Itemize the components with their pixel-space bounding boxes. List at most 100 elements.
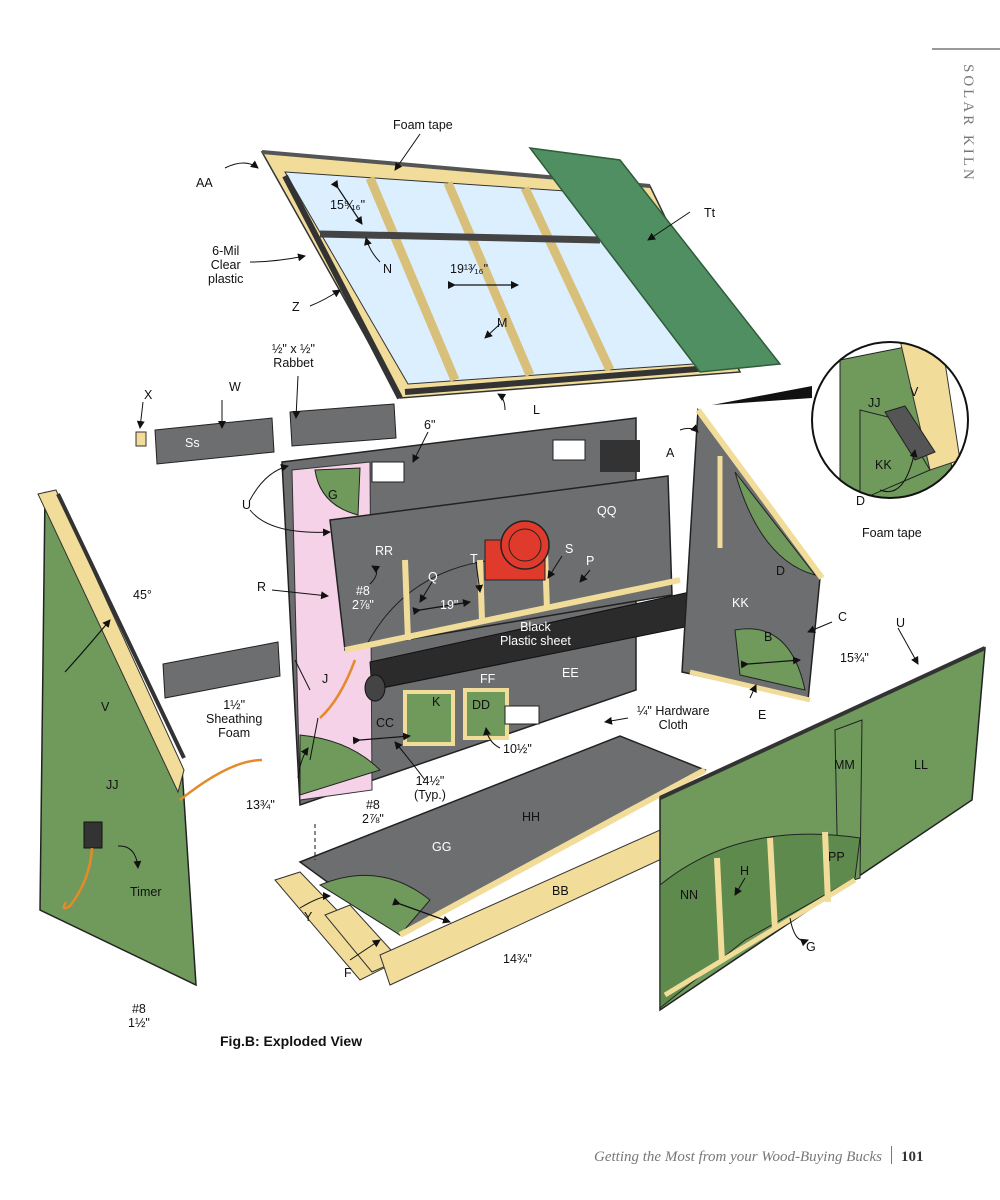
baffle-rail [344, 577, 681, 653]
footer-separator [891, 1146, 893, 1164]
label-dim-15-3-4: 15¾" [840, 651, 869, 665]
seal-strip [404, 363, 736, 395]
label-dd: DD [472, 698, 491, 712]
spacer-w [289, 403, 397, 447]
label-rabbet: ½" x ½" Rabbet [272, 342, 315, 370]
leader-lines [117, 133, 919, 961]
label-rr: RR [375, 544, 394, 558]
label-gg: GG [432, 840, 452, 854]
label-cc: CC [376, 716, 395, 730]
roll-end [364, 674, 386, 702]
rafter [520, 186, 615, 372]
label-u-right: U [896, 616, 906, 630]
label-f: F [344, 966, 352, 980]
fan [484, 520, 550, 581]
label-dim-13-3-4: 13¾" [246, 798, 275, 812]
label-screw-8-112: #8 1½" [128, 1002, 150, 1030]
label-six-inch: 6" [424, 418, 436, 432]
label-dim-15-9-16: 15⁹⁄₁₆" [330, 198, 366, 212]
section-tab-rule [932, 48, 1000, 50]
label-jj-detail: JJ [868, 396, 881, 410]
spacer-ss [154, 417, 275, 465]
green-gusset-d [734, 471, 817, 576]
label-g-front: G [806, 940, 816, 954]
block-x [135, 431, 147, 447]
label-kk: KK [732, 596, 749, 610]
label-dim-14-3-4: 14¾" [503, 952, 532, 966]
baffle-stud [477, 559, 485, 621]
fan-grille [508, 528, 542, 562]
label-n: N [383, 262, 393, 276]
fan-guard [500, 520, 550, 570]
label-mm: MM [834, 758, 855, 772]
label-sheathing-foam: 1½" Sheathing Foam [206, 698, 263, 740]
timer-cord [62, 847, 94, 910]
front-bottom-rail [663, 877, 857, 998]
rafter [365, 176, 460, 382]
vent-opening [552, 439, 586, 461]
seal-strip [56, 493, 186, 759]
dimension-lines [64, 179, 801, 924]
label-kk-detail: KK [875, 458, 892, 472]
detail-kk [859, 409, 931, 498]
green-gusset [314, 467, 361, 516]
spacer-parts [135, 403, 397, 699]
label-ss: Ss [185, 436, 200, 450]
vent-opening [371, 461, 405, 483]
timer-box [83, 821, 103, 849]
label-foam-tape-top: Foam tape [393, 118, 453, 132]
label-x: X [144, 388, 153, 402]
rafter-n [319, 230, 601, 244]
label-d-side: D [776, 564, 786, 578]
section-tab: SOLAR KILN [960, 64, 976, 183]
label-dim-19: 19" [440, 598, 459, 612]
floor-assembly [274, 735, 707, 986]
roof-assembly [260, 147, 782, 400]
label-black-plastic: Black Plastic sheet [500, 620, 571, 648]
left-side-panel [37, 489, 263, 987]
front-opening [659, 833, 861, 1010]
label-w: W [229, 380, 241, 394]
label-foam-tape-detail: Foam tape [862, 526, 922, 540]
label-aa: AA [196, 176, 213, 190]
green-gusset [299, 734, 381, 796]
label-r: R [257, 580, 267, 594]
front-stud [822, 831, 831, 903]
label-z: Z [292, 300, 300, 314]
label-g-back: G [328, 488, 338, 502]
label-v: V [101, 700, 110, 714]
front-wall [659, 646, 986, 1012]
front-stud [714, 857, 725, 963]
label-p: P [586, 554, 595, 568]
label-jj: JJ [106, 778, 119, 792]
left-panel-edge [37, 489, 185, 794]
label-u-left: U [242, 498, 252, 512]
footer-book-title: Getting the Most from your Wood-Buying B… [594, 1149, 883, 1165]
label-a: A [666, 446, 675, 460]
label-j: J [322, 672, 329, 686]
label-pp: PP [828, 850, 845, 864]
label-clear-plastic: 6-Mil Clear plastic [208, 244, 244, 286]
label-screw-8-bottom: #8 2⅞" [362, 798, 384, 826]
front-top-edge [659, 646, 986, 800]
label-screw-8-mid: #8 2⅞" [352, 584, 374, 612]
label-k: K [432, 695, 441, 709]
label-45-degrees: 45° [133, 588, 152, 602]
label-h: H [740, 864, 750, 878]
label-bb: BB [552, 884, 569, 898]
label-e: E [758, 708, 767, 722]
right-side-panel [681, 407, 825, 703]
label-nn: NN [680, 888, 699, 902]
label-dim-14-1-2: 14½" (Typ.) [414, 774, 446, 802]
label-d-detail: D [856, 494, 866, 508]
label-l: L [533, 403, 540, 417]
page-number: 101 [901, 1149, 924, 1165]
label-t: T [470, 552, 478, 566]
label-hh: HH [522, 810, 541, 824]
corrugated-roof-panel [528, 147, 782, 373]
label-q: Q [428, 570, 438, 584]
label-s: S [565, 542, 574, 556]
label-timer: Timer [130, 885, 162, 899]
timer-cord [179, 758, 263, 801]
label-ee: EE [562, 666, 579, 680]
